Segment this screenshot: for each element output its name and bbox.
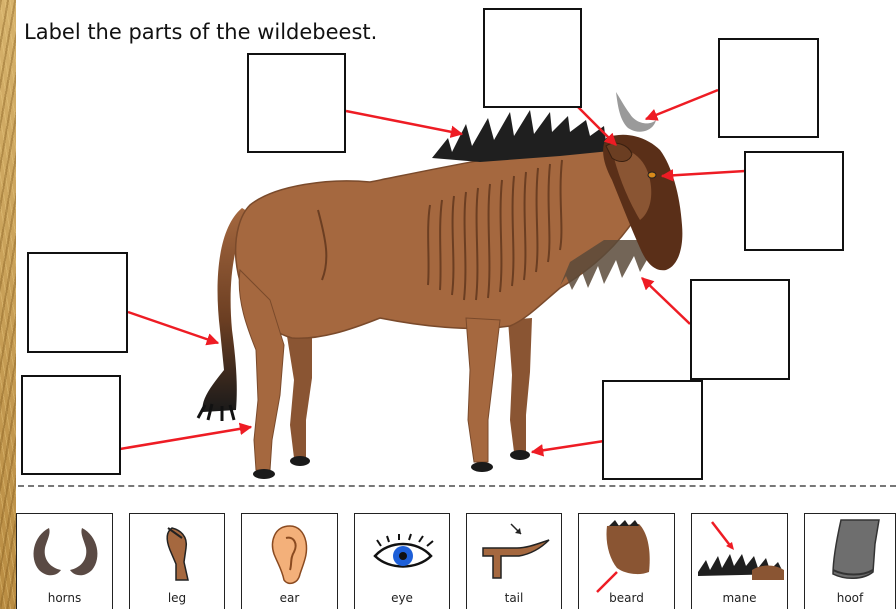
ear-icon (242, 514, 339, 594)
answer-box-ear[interactable] (483, 8, 582, 108)
cut-line (18, 485, 896, 487)
card-beard[interactable]: beard (578, 513, 675, 609)
mane-icon (692, 514, 789, 594)
tail-icon (467, 514, 563, 594)
card-tail-label: tail (467, 591, 561, 605)
answer-box-mane[interactable] (247, 53, 346, 153)
card-eye[interactable]: eye (354, 513, 450, 609)
leg-icon (130, 514, 226, 594)
card-leg[interactable]: leg (129, 513, 225, 609)
card-horns-label: horns (17, 591, 112, 605)
card-hoof-label: hoof (805, 591, 895, 605)
worksheet-title: Label the parts of the wildebeest. (24, 20, 377, 44)
beard-icon (579, 514, 676, 594)
card-horns[interactable]: horns (16, 513, 113, 609)
answer-box-tail[interactable] (27, 252, 128, 353)
card-mane-label: mane (692, 591, 787, 605)
eye-icon (355, 514, 451, 594)
answer-box-eye[interactable] (744, 151, 844, 251)
horns-icon (17, 514, 114, 594)
card-tail[interactable]: tail (466, 513, 562, 609)
card-ear[interactable]: ear (241, 513, 338, 609)
hoof-icon (805, 514, 896, 594)
answer-box-leg[interactable] (21, 375, 121, 475)
card-mane[interactable]: mane (691, 513, 788, 609)
card-ear-label: ear (242, 591, 337, 605)
card-beard-label: beard (579, 591, 674, 605)
answer-box-beard[interactable] (690, 279, 790, 380)
card-hoof[interactable]: hoof (804, 513, 896, 609)
answer-box-horns[interactable] (718, 38, 819, 138)
card-leg-label: leg (130, 591, 224, 605)
answer-box-hoof[interactable] (602, 380, 703, 480)
card-eye-label: eye (355, 591, 449, 605)
